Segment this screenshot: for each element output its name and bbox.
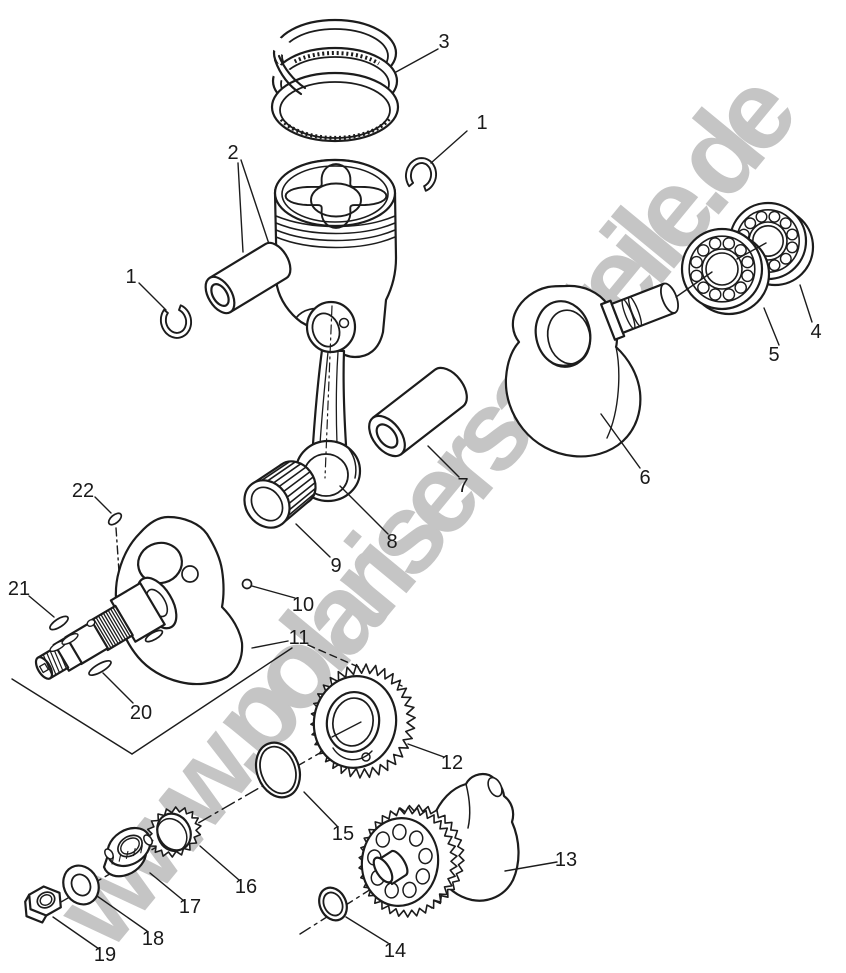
svg-text:14: 14 — [384, 940, 406, 962]
svg-text:11: 11 — [289, 627, 310, 649]
svg-text:4: 4 — [810, 321, 821, 343]
svg-text:9: 9 — [330, 555, 341, 577]
svg-text:7: 7 — [457, 475, 468, 497]
svg-text:22: 22 — [72, 480, 94, 502]
svg-text:18: 18 — [142, 928, 164, 950]
svg-text:8: 8 — [386, 531, 397, 553]
svg-text:16: 16 — [235, 876, 257, 898]
svg-text:13: 13 — [555, 849, 577, 871]
svg-text:10: 10 — [292, 594, 314, 616]
svg-text:1: 1 — [476, 112, 487, 134]
svg-text:3: 3 — [438, 31, 449, 53]
svg-text:5: 5 — [768, 344, 779, 366]
svg-text:21: 21 — [8, 578, 30, 600]
svg-text:1: 1 — [125, 266, 136, 288]
svg-text:20: 20 — [130, 702, 152, 724]
svg-text:19: 19 — [94, 944, 116, 966]
svg-text:2: 2 — [227, 142, 238, 164]
svg-text:12: 12 — [441, 752, 463, 774]
svg-text:17: 17 — [179, 896, 201, 918]
svg-text:15: 15 — [332, 823, 354, 845]
svg-text:6: 6 — [639, 467, 650, 489]
